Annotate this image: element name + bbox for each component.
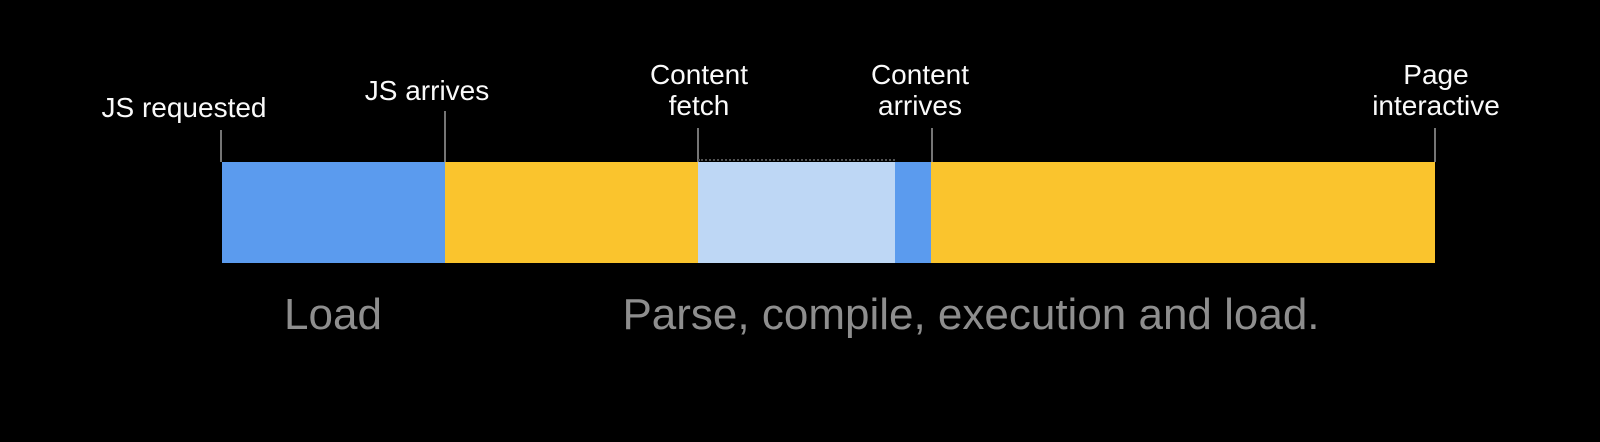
milestone-label-line: JS requested <box>101 92 267 123</box>
milestone-tick-js-requested <box>220 130 222 162</box>
milestone-label-line: arrives <box>877 90 963 121</box>
segment-parse-compile-1 <box>445 162 698 263</box>
milestone-label-line: Content <box>870 59 970 90</box>
segment-content-arrives <box>895 162 931 263</box>
milestone-tick-content-fetch <box>697 128 699 162</box>
milestone-label-line: interactive <box>1372 90 1500 121</box>
milestone-tick-js-arrives <box>444 111 446 162</box>
milestone-label-line: Page <box>1403 59 1469 90</box>
caption-load: Load <box>284 290 382 339</box>
milestone-tick-content-arrives <box>931 128 933 162</box>
milestone-label-line: Content <box>649 59 749 90</box>
dotted-line-segment-content-fetch <box>698 159 895 161</box>
milestone-label-line: fetch <box>668 90 730 121</box>
segment-parse-compile-2 <box>931 162 1435 263</box>
segment-content-fetch <box>698 162 895 263</box>
milestone-label-line: JS arrives <box>364 75 490 106</box>
milestone-label-js-requested: JS requested <box>102 92 267 123</box>
milestone-label-js-arrives: JS arrives <box>365 75 489 106</box>
segment-js-download <box>222 162 445 263</box>
timeline-bar <box>222 162 1435 263</box>
caption-parse-compile: Parse, compile, execution and load. <box>622 290 1320 339</box>
milestone-tick-page-interactive <box>1434 128 1436 162</box>
